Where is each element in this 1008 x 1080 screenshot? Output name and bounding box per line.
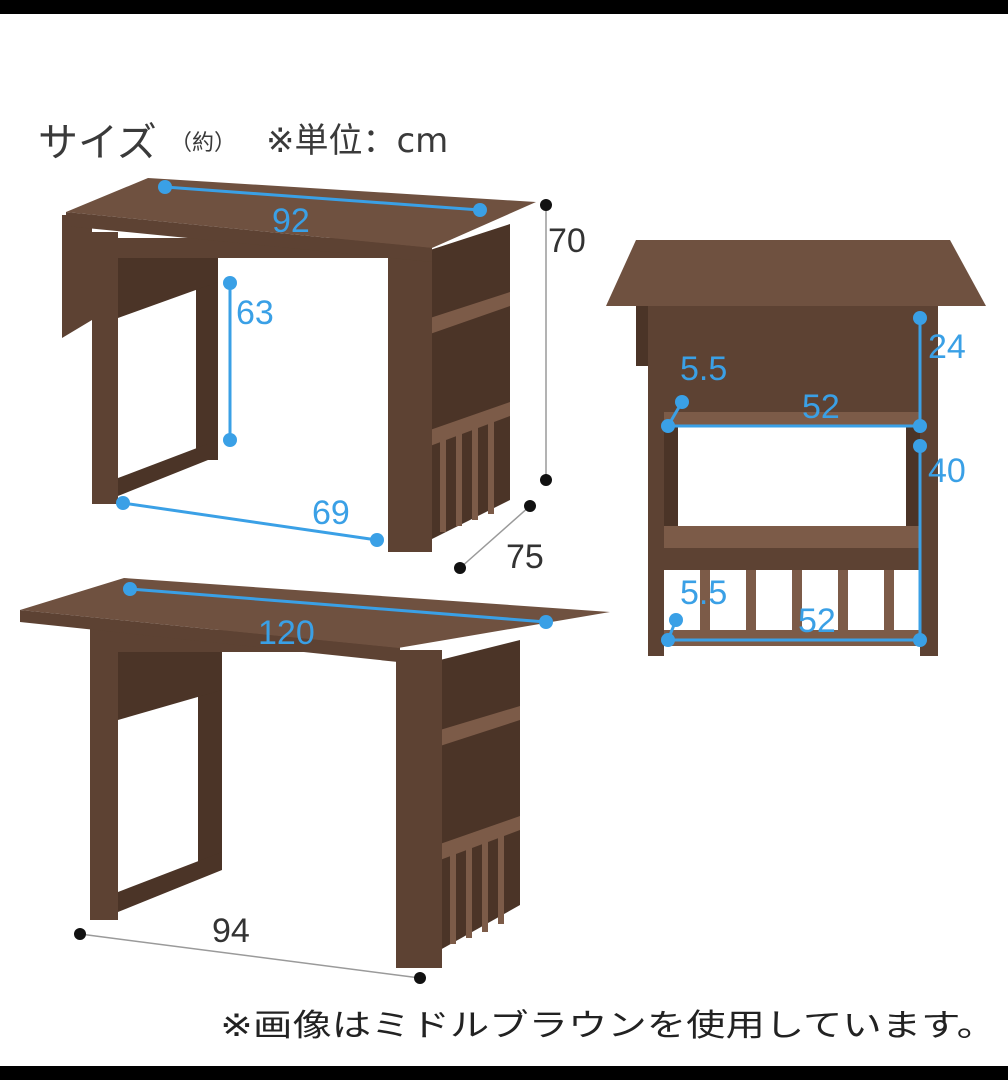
ext-left-bottom-rail [118,852,222,912]
ext-back-left-leg [198,664,222,866]
ext-right-lower-shelf [440,816,520,860]
dim-leg-clearance-label: 63 [236,294,274,332]
footnote: ※画像はミドルブラウンを使用しています。 [220,1008,996,1044]
dim-leg-clearance: 63 [223,276,274,447]
right-upper-shelf [430,292,510,334]
side-left-bracket [636,306,648,366]
dim-extended-width-label: 120 [258,614,315,652]
side-inner-left [664,426,678,542]
dim-side-shelf-height: 40 [913,439,966,640]
dim-inner-leg-width-label: 69 [312,494,350,532]
side-right-leg [920,306,938,656]
dim-extended-width: 120 [123,582,553,652]
dim-height: 70 [540,199,586,486]
dim-extended-leg-span-label: 94 [212,912,250,950]
tabletop-extended-edge [20,610,398,662]
ext-right-slats [450,836,504,944]
dim-side-lower-width-label: 52 [798,602,836,640]
tabletop-extended [20,578,610,648]
side-bottom-shelf [664,630,920,646]
table-folded-illustration [62,178,536,552]
left-upper-panel [118,242,218,318]
side-slats [700,570,894,632]
table-extended-illustration [20,578,610,968]
drop-leaf [62,215,92,338]
side-inner-right [906,426,920,542]
dim-side-lower-inset-label: 5.5 [680,574,727,612]
title-main: サイズ [38,120,157,166]
dim-depth: 75 [454,500,544,576]
table-size-diagram: サイズ （約） ※単位：cm [20,120,996,1044]
dim-side-upper-width: 5.5 52 [661,350,927,433]
dim-side-upper-gap-label: 24 [928,328,966,366]
side-upper-shelf [664,412,920,426]
ext-front-right-leg [396,650,442,968]
title-unit: ※単位：cm [266,121,448,161]
dim-height-label: 70 [548,222,586,260]
front-left-leg [92,232,118,504]
diagram-frame: サイズ （約） ※単位：cm [0,14,1008,1066]
dim-side-upper-width-label: 52 [802,388,840,426]
ext-left-upper-panel [118,648,222,720]
side-back-panel [660,306,924,414]
left-bottom-rail [118,440,218,496]
dim-depth-label: 75 [506,538,544,576]
ext-front-left-leg [90,624,118,920]
table-side-illustration [606,240,986,656]
side-left-leg [648,306,664,656]
dim-side-upper-inset-label: 5.5 [680,350,727,388]
right-slats [440,422,494,532]
ext-right-upper-shelf [440,706,520,746]
dim-side-shelf-height-label: 40 [928,452,966,490]
side-middle-shelf [664,526,920,548]
dim-folded-width-label: 92 [272,202,310,240]
dim-side-lower-width: 5.5 52 [661,574,927,647]
back-left-leg [196,252,218,460]
side-slat-rail [664,548,920,570]
right-lower-shelf [430,402,510,446]
tabletop-folded [66,178,536,248]
title-approx: （約） [170,131,236,156]
tabletop-front-edge [66,212,432,262]
side-tabletop [606,240,986,306]
front-right-leg [388,242,432,552]
dim-extended-leg-span: 94 [74,912,426,984]
dim-inner-leg-width: 69 [116,494,384,547]
dim-side-upper-gap: 24 [913,311,966,426]
title: サイズ （約） ※単位：cm [38,120,448,166]
dim-folded-width: 92 [158,180,487,240]
